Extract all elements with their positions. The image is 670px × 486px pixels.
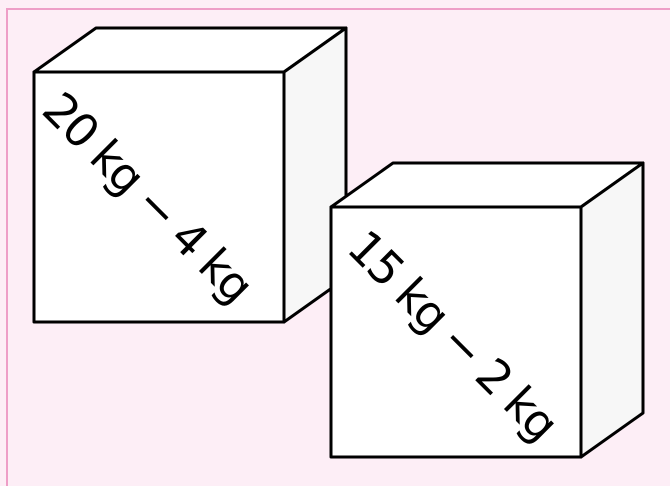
box-right-side-face	[581, 163, 643, 457]
box-right: 15 kg − 2 kg	[331, 163, 643, 457]
box-left: 20 kg − 4 kg	[32, 28, 346, 322]
